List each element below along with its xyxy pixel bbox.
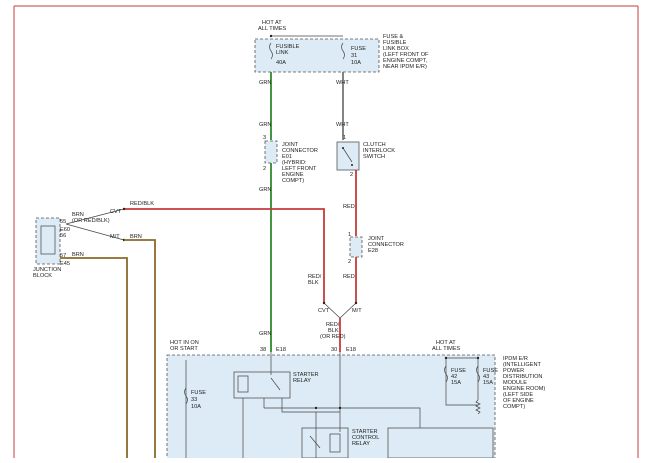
e01-pin-bottom: 2 xyxy=(263,166,266,172)
clutch-pin-top: 1 xyxy=(343,135,346,141)
fuse-43-symbol xyxy=(476,365,480,383)
e28-outline xyxy=(349,236,363,258)
starter-relay-coil xyxy=(237,375,249,393)
wire-label-red-blk-2: RED/BLK xyxy=(308,274,322,286)
wire-label-wht-2: WHT xyxy=(336,122,349,128)
e28-label: JOINT CONNECTOR E28 xyxy=(368,236,406,254)
starter-relay-contact xyxy=(270,377,281,391)
clutch-label: CLUTCH INTERLOCK SWITCH xyxy=(363,142,397,160)
wire-label-red-2: RED xyxy=(343,274,355,280)
fuse-31-number: 31 xyxy=(351,53,357,59)
fuse-42-label: FUSE xyxy=(451,368,466,374)
fuse-31-amp: 10A xyxy=(351,60,361,66)
junction-branch: CVT M/T xyxy=(65,207,126,242)
wire-label-grn-4: GRN xyxy=(259,331,271,337)
wire-red-blk-cvt xyxy=(124,208,325,303)
clutch-pin-bottom: 2 xyxy=(350,172,353,178)
junction-mt-label: M/T xyxy=(110,234,120,240)
ipdm-description: IPDM E/R (INTELLIGENT POWER DISTRIBUTION… xyxy=(503,356,547,410)
ipdm-pin-38: 38 xyxy=(260,347,266,353)
junction-cvt-label: CVT xyxy=(110,209,122,215)
wire-label-brn-3: BRN xyxy=(72,252,84,258)
e01-label: JOINT CONNECTOR E01 (HYBRID: LEFT FRONT … xyxy=(282,142,320,184)
fuse-31-symbol xyxy=(341,42,345,60)
starter-control-relay-contact xyxy=(309,435,321,449)
fuse-42-number: 42 xyxy=(451,374,457,380)
ipdm-cpu-block xyxy=(387,427,494,459)
e28-pin-top: 1 xyxy=(348,232,351,238)
e01-pin-top: 3 xyxy=(263,135,266,141)
fusible-link-symbol xyxy=(269,42,273,60)
joint-connector-e28: 1 2 JOINT CONNECTOR E28 xyxy=(348,232,406,265)
wire-label-grn-2: GRN xyxy=(259,122,271,128)
fuse-42-amp: 15A xyxy=(451,380,461,386)
fuse-link-box-outline xyxy=(254,38,380,73)
e28-pin-bottom: 2 xyxy=(348,259,351,265)
fuse-42-symbol xyxy=(444,365,448,383)
wire-brn-57 xyxy=(60,257,128,458)
fuse-43-amp: 15A xyxy=(483,380,493,386)
fuse-box-description: FUSE & FUSIBLE LINK BOX (LEFT FRONT OF E… xyxy=(383,34,430,70)
cvt-mt-split: CVT M/T xyxy=(318,301,362,319)
wire-label-brn-or: (OR RED/BLK) xyxy=(72,218,110,224)
junction-conn-e45: E45 xyxy=(60,261,70,267)
fuse-33-number: 33 xyxy=(191,397,197,403)
split-mt-label: M/T xyxy=(352,308,362,314)
fuse-33-symbol xyxy=(184,387,188,405)
e01-outline xyxy=(264,140,278,164)
fuse-43-label: FUSE xyxy=(483,368,498,374)
junction-pin-55: 55 xyxy=(60,219,66,225)
wire-label-brn-2: BRN xyxy=(130,234,142,240)
wire-brn-mt xyxy=(124,239,156,458)
wire-label-grn-3: GRN xyxy=(259,187,271,193)
junction-conn-e60: E60 xyxy=(60,227,70,233)
wire-label-merged: RED/ BLK (OR RED) xyxy=(320,322,346,340)
ipdm-conn-38: E18 xyxy=(276,347,286,353)
clutch-interlock-switch: 1 2 CLUTCH INTERLOCK SWITCH xyxy=(336,135,397,178)
wire-label-wht-1: WHT xyxy=(336,80,349,86)
resistor-symbol xyxy=(475,399,481,415)
junction-pin-56: 56 xyxy=(60,233,66,239)
ipdm-pin-30: 30 xyxy=(331,347,337,353)
starter-relay-outline xyxy=(233,371,291,399)
wire-label-red-1: RED xyxy=(343,204,355,210)
split-cvt-label: CVT xyxy=(318,308,330,314)
ipdm-conn-30: E18 xyxy=(346,347,356,353)
junction-pin-57: 57 xyxy=(60,253,66,259)
clutch-switch-contact xyxy=(342,147,353,163)
fuse-33-amp: 10A xyxy=(191,404,201,410)
wire-label-brn-1: BRN xyxy=(72,212,84,218)
wire-label-red-blk: RED/BLK xyxy=(130,201,154,207)
junction-block-inner xyxy=(40,225,56,255)
fusible-link-amp: 40A xyxy=(276,60,286,66)
joint-connector-e01: 3 2 JOINT CONNECTOR E01 (HYBRID: LEFT FR… xyxy=(263,135,320,184)
fuse-33-label: FUSE xyxy=(191,390,206,396)
wire-label-grn-1: GRN xyxy=(259,80,271,86)
starter-control-relay-coil xyxy=(329,433,341,453)
fuse-31-label: FUSE xyxy=(351,46,366,52)
fuse-43-number: 43 xyxy=(483,374,489,380)
